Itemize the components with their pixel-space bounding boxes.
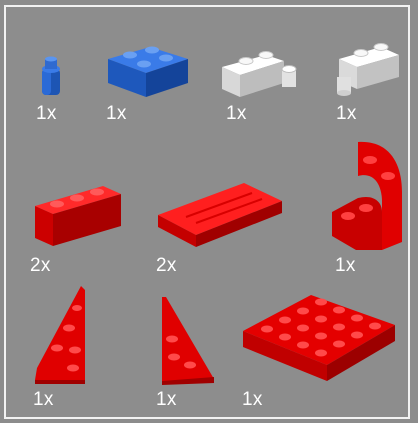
part-blue-round-1x1 — [36, 55, 66, 99]
red-plate-4x4-image — [241, 289, 397, 389]
white-hinge-brick-image — [220, 41, 300, 99]
part-red-plate-4x4 — [241, 289, 397, 389]
parts-list-panel: 1x 1x 1x — [4, 5, 410, 419]
part-red-plate-2x4 — [156, 177, 284, 253]
white-hinge-brick-image — [331, 37, 403, 99]
quantity-label: 2x — [30, 256, 51, 275]
quantity-label: 1x — [335, 256, 356, 275]
red-wedge-plate-image — [156, 295, 218, 387]
quantity-label: 1x — [156, 390, 177, 409]
red-curved-plate-image — [328, 132, 406, 254]
quantity-label: 1x — [33, 390, 54, 409]
quantity-label: 1x — [226, 104, 247, 123]
quantity-label: 1x — [36, 104, 57, 123]
blue-round-brick-image — [36, 55, 66, 99]
part-blue-brick-2x2 — [106, 37, 190, 99]
part-red-wedge-plate-left — [33, 284, 89, 386]
quantity-label: 1x — [242, 390, 263, 409]
quantity-label: 1x — [336, 104, 357, 123]
part-white-hinge-brick-a — [220, 41, 300, 99]
blue-brick-image — [106, 37, 190, 99]
part-red-curved-plate — [328, 132, 406, 254]
red-wedge-plate-image — [33, 284, 89, 386]
quantity-label: 2x — [156, 256, 177, 275]
part-red-brick-1x3 — [31, 180, 123, 252]
part-red-wedge-plate-right — [156, 295, 218, 387]
part-white-hinge-brick-b — [331, 37, 403, 99]
red-brick-image — [31, 180, 123, 252]
red-plate-image — [156, 177, 284, 253]
quantity-label: 1x — [106, 104, 127, 123]
